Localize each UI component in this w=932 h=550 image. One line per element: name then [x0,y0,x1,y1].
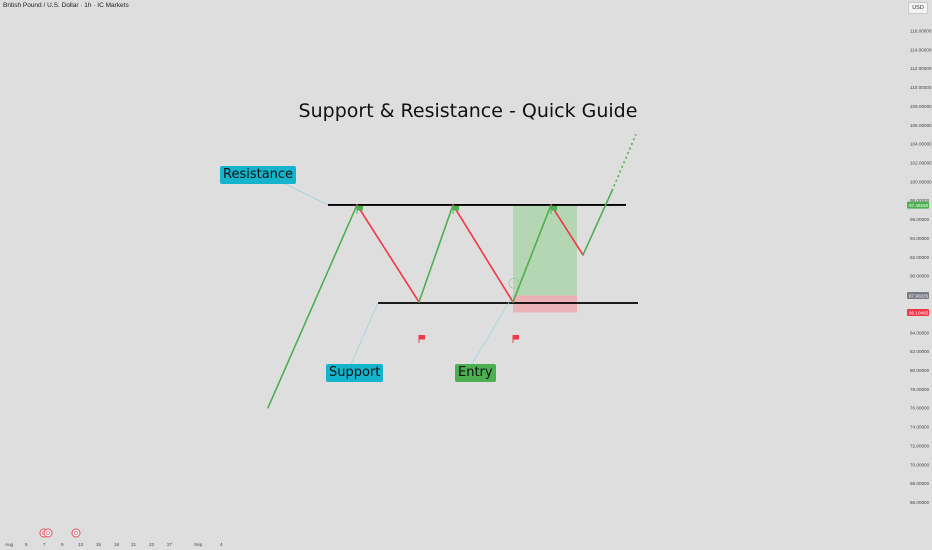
y-tick-label: 94.00000 [910,236,930,241]
currency-button[interactable]: USD [908,2,928,14]
resistance-flag [551,206,557,211]
resistance-flag [357,206,363,211]
resistance-flag [453,206,459,211]
entry-marker [508,277,520,289]
symbol-title: British Pound / U.S. Dollar · 1h · IC Ma… [3,2,129,9]
support-flag [513,335,519,340]
y-tick-label: 110.00000 [910,85,932,90]
y-tick-label: 68.00000 [910,481,930,486]
y-tick-label: 116.00000 [910,29,932,34]
path-segment [356,204,420,303]
support-resistance-lines[interactable] [328,204,638,304]
y-tick-label: 96.00000 [910,217,930,222]
y-tick-label: 100.00000 [910,179,932,184]
entry-callout[interactable]: Entry [455,364,496,382]
flag-markers [356,206,557,343]
price-tag-bg [907,308,929,316]
y-tick-label: 114.00000 [910,47,932,52]
price-tag-label: 86.10465 [909,310,929,315]
guide-title: Support & Resistance - Quick Guide [298,100,638,122]
y-tick-label: 70.00000 [910,462,930,467]
path-segment [512,204,552,303]
x-tick-label: Sep [194,542,203,547]
x-tick-label: 19 [114,542,120,547]
y-tick-label: 74.00000 [910,425,930,430]
y-tick-label: 78.00000 [910,387,930,392]
y-tick-label: 80.00000 [910,368,930,373]
y-tick-label: 90.00000 [910,274,930,279]
x-tick-label: 27 [167,542,173,547]
y-tick-label: 106.00000 [910,123,932,128]
x-tick-label: 5 [25,542,28,547]
y-tick-label: 72.00000 [910,443,930,448]
x-tick-label: 15 [96,542,102,547]
y-tick-label: 82.00000 [910,349,930,354]
path-segment [452,204,514,303]
x-tick-label: Aug [5,542,14,547]
support-flag [419,335,425,340]
event-icon-2 [43,528,53,538]
y-tick-label: 76.00000 [910,406,930,411]
x-tick-label: 23 [149,542,155,547]
y-tick-label: 104.00000 [910,142,932,147]
projection-line [611,133,637,192]
price-tag-label: 97.48150 [909,203,929,208]
y-tick-label: 66.00000 [910,500,930,505]
price-tag-bg [907,291,929,299]
x-tick-label: 21 [131,542,137,547]
x-tick-label: 13 [78,542,84,547]
support-callout[interactable]: Support [326,364,384,382]
y-tick-label: 102.00000 [910,161,932,166]
x-tick-label: 4 [220,542,223,547]
x-tick-label: 9 [61,542,64,547]
time-axis[interactable]: Aug 5 7 9 13 15 19 21 23 27 Sep 4 [5,542,223,547]
support-connector [350,302,379,365]
path-segment [550,204,584,256]
resistance-connector [282,182,329,206]
event-icon-3 [71,528,81,538]
x-tick-label: 7 [43,542,46,547]
price-tag-bg [907,201,929,209]
loss-zone [513,295,577,313]
event-icon-2-inner [45,530,51,536]
price-tags: 97.48150 87.90225 86.10465 [907,201,929,316]
path-segment [267,204,358,409]
y-tick-label: 112.00000 [910,66,932,71]
path-segment [418,204,454,303]
event-icons[interactable] [39,528,81,538]
y-tick-label: 92.00000 [910,255,930,260]
entry-connector [471,295,514,365]
resistance-callout[interactable]: Resistance [220,166,297,184]
y-tick-label: 108.00000 [910,104,932,109]
y-tick-label: 84.00000 [910,330,930,335]
path-segment [582,190,613,256]
price-tag-label: 87.90225 [909,293,929,298]
price-path [267,133,637,409]
y-tick-label: 98.00000 [910,198,930,203]
event-icon-3-inner [73,530,79,536]
callout-connectors [282,182,514,365]
price-axis[interactable]: 66.00000 68.00000 70.00000 72.00000 74.00000… [910,29,932,506]
